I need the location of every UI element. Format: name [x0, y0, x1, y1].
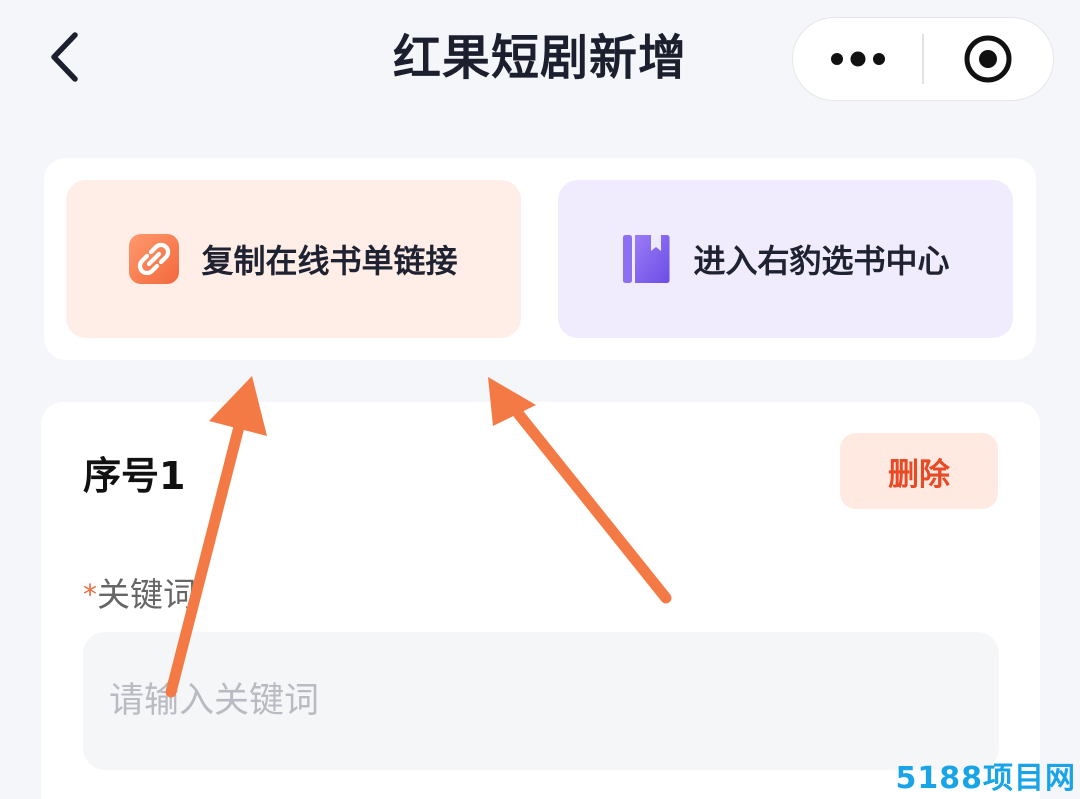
delete-button[interactable]: 删除 — [840, 433, 998, 509]
enter-book-center-label: 进入右豹选书中心 — [693, 242, 950, 280]
more-button[interactable] — [793, 17, 922, 101]
capsule-divider — [922, 34, 924, 84]
more-dots-icon — [830, 51, 885, 67]
link-icon — [129, 234, 180, 284]
page-title: 红果短剧新增 — [392, 30, 687, 86]
keyword-form-card: 序号1 删除 *关键词 — [41, 402, 1040, 799]
book-icon — [623, 235, 670, 283]
item-sequence-title: 序号1 — [83, 454, 186, 498]
back-button[interactable] — [38, 26, 90, 88]
enter-book-center-button[interactable]: 进入右豹选书中心 — [558, 180, 1013, 338]
quick-actions-card: 复制在线书单链接 进入右豹选书中心 — [44, 158, 1036, 360]
mini-program-capsule — [792, 17, 1054, 101]
copy-booklist-link-button[interactable]: 复制在线书单链接 — [66, 180, 521, 338]
keyword-field-label: *关键词 — [83, 573, 196, 617]
keyword-input[interactable] — [83, 632, 999, 770]
keyword-label-text: 关键词 — [97, 575, 196, 614]
close-mini-program-button[interactable] — [924, 17, 1053, 101]
chevron-left-icon — [51, 32, 78, 82]
copy-booklist-link-label: 复制在线书单链接 — [201, 242, 458, 280]
watermark-text: 5188项目网 — [895, 761, 1076, 796]
required-mark: * — [83, 578, 97, 611]
target-close-icon — [964, 35, 1012, 83]
